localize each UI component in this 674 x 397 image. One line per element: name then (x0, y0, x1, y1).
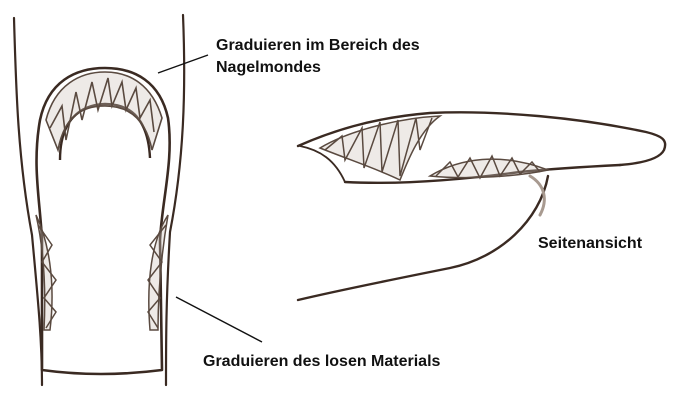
finger-underside (298, 176, 548, 300)
leader-cuticle (158, 55, 208, 73)
finger-right-edge (166, 15, 184, 385)
leader-lines (158, 55, 262, 342)
label-side-view: Seitenansicht (538, 233, 642, 255)
label-loose-material: Graduieren des losen Materials (203, 351, 440, 373)
right-side-hatch (148, 215, 168, 330)
leader-loose-material (176, 297, 262, 342)
label-cuticle-line-1: Graduieren im Bereich des (216, 35, 420, 57)
label-cuticle-graduation: Graduieren im Bereich des Nagelmondes (216, 35, 420, 79)
label-cuticle-line-2: Nagelmondes (216, 57, 420, 79)
